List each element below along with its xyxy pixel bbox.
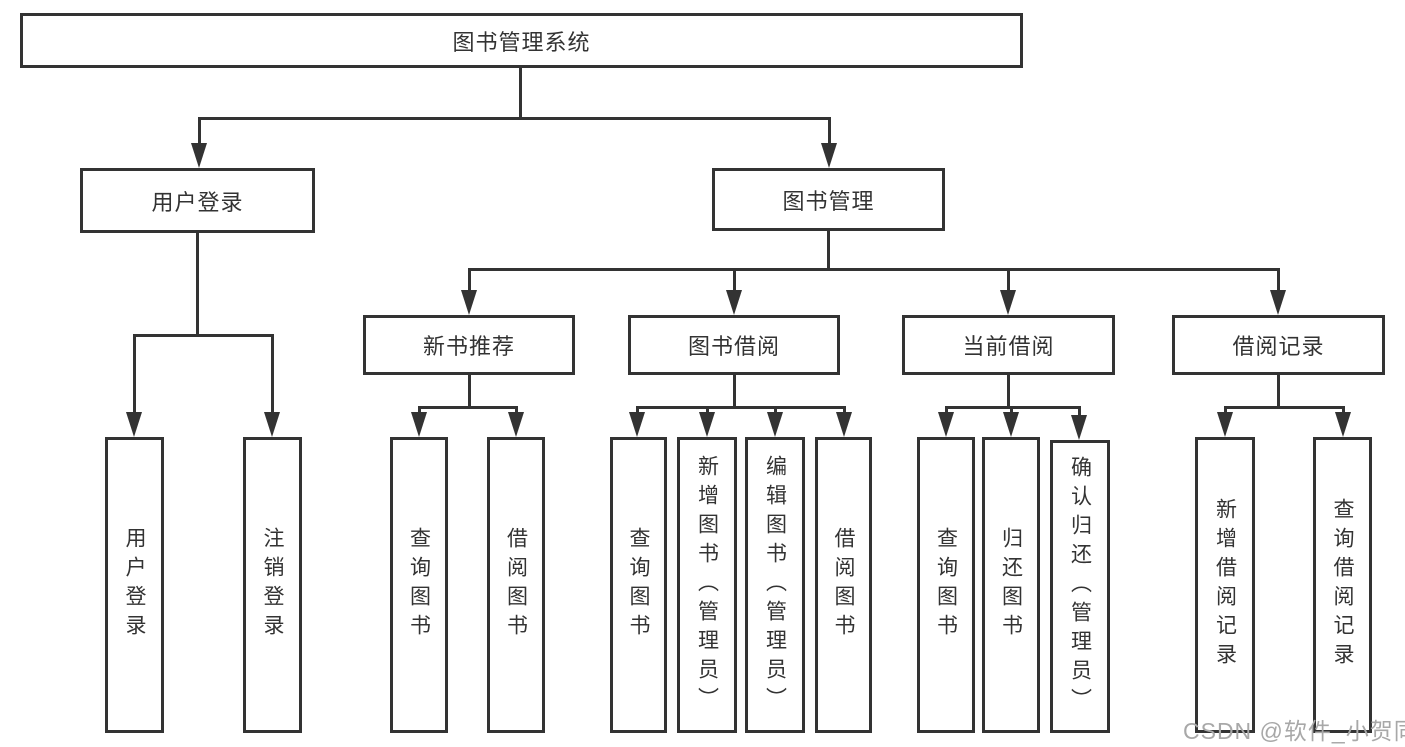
connector-line <box>1007 268 1010 293</box>
arrow-down-icon <box>461 290 477 315</box>
arrow-down-icon <box>767 412 783 437</box>
leaf-query-books-borrow: 查询图书 <box>610 437 667 733</box>
leaf-add-borrow-record: 新增借阅记录 <box>1195 437 1255 733</box>
connector-line <box>636 406 846 409</box>
node-label: 查询图书 <box>934 527 958 643</box>
connector-line <box>945 406 1081 409</box>
connector-line <box>733 268 736 293</box>
connector-line <box>945 406 948 416</box>
node-borrow-records: 借阅记录 <box>1172 315 1385 375</box>
arrow-down-icon <box>938 412 954 437</box>
arrow-down-icon <box>411 412 427 437</box>
leaf-query-borrow-record: 查询借阅记录 <box>1313 437 1372 733</box>
connector-line <box>468 268 471 293</box>
node-label: 新书推荐 <box>422 334 515 359</box>
connector-line <box>1224 406 1345 409</box>
connector-line <box>828 117 831 146</box>
node-label: 确认归还（管理员） <box>1068 456 1092 717</box>
watermark: CSDN @软件_小贺同学 <box>1183 718 1405 744</box>
node-book-borrow: 图书借阅 <box>628 315 840 375</box>
node-label: 归还图书 <box>999 527 1023 643</box>
leaf-return-books: 归还图书 <box>982 437 1040 733</box>
leaf-user-login: 用户登录 <box>105 437 164 733</box>
node-label: 借阅记录 <box>1232 334 1325 359</box>
connector-line <box>519 68 522 119</box>
leaf-logout: 注销登录 <box>243 437 302 733</box>
arrow-down-icon <box>699 412 715 437</box>
connector-line <box>515 406 518 416</box>
connector-line <box>133 334 274 337</box>
connector-line <box>827 231 830 271</box>
node-label: 新增借阅记录 <box>1213 498 1237 672</box>
arrow-down-icon <box>1270 290 1286 315</box>
connector-line <box>774 406 777 416</box>
node-label: 借阅图书 <box>504 527 528 643</box>
connector-line <box>271 334 274 414</box>
node-label: 查询借阅记录 <box>1331 498 1354 672</box>
arrow-down-icon <box>1071 415 1087 440</box>
node-label: 图书借阅 <box>687 334 780 359</box>
connector-line <box>1010 406 1013 416</box>
node-label: 图书管理 <box>782 188 875 214</box>
node-label: 用户登录 <box>123 527 146 643</box>
connector-line <box>1277 375 1280 409</box>
node-label: 查询图书 <box>627 527 650 643</box>
node-label: 编辑图书（管理员） <box>763 454 787 716</box>
connector-line <box>1277 268 1280 293</box>
node-label: 查询图书 <box>407 527 431 643</box>
connector-line <box>198 117 201 146</box>
node-user-login: 用户登录 <box>80 168 315 233</box>
arrow-down-icon <box>836 412 852 437</box>
node-label: 图书管理系统 <box>452 29 591 55</box>
connector-line <box>1007 375 1010 409</box>
connector-line <box>468 268 1280 271</box>
arrow-down-icon <box>629 412 645 437</box>
connector-line <box>1224 406 1227 416</box>
connector-line <box>843 406 846 416</box>
leaf-edit-book-admin: 编辑图书（管理员） <box>745 437 805 733</box>
leaf-query-books-current: 查询图书 <box>917 437 975 733</box>
leaf-add-book-admin: 新增图书（管理员） <box>677 437 737 733</box>
arrow-down-icon <box>821 143 837 168</box>
connector-line <box>733 375 736 409</box>
arrow-down-icon <box>264 412 280 437</box>
arrow-down-icon <box>508 412 524 437</box>
arrow-down-icon <box>126 412 142 437</box>
arrow-down-icon <box>1335 412 1351 437</box>
connector-line <box>706 406 709 416</box>
connector-line <box>196 233 199 337</box>
leaf-confirm-return-admin: 确认归还（管理员） <box>1050 440 1110 733</box>
connector-line <box>198 117 831 120</box>
connector-line <box>468 375 471 409</box>
arrow-down-icon <box>1003 412 1019 437</box>
connector-line <box>1342 406 1345 416</box>
node-new-book-recommend: 新书推荐 <box>363 315 575 375</box>
node-label: 注销登录 <box>261 527 284 643</box>
node-book-management: 图书管理 <box>712 168 945 231</box>
leaf-query-books-recommend: 查询图书 <box>390 437 448 733</box>
node-label: 新增图书（管理员） <box>695 454 719 716</box>
arrow-down-icon <box>726 290 742 315</box>
arrow-down-icon <box>1000 290 1016 315</box>
connector-line <box>1078 406 1081 418</box>
connector-line <box>636 406 639 416</box>
node-current-borrow: 当前借阅 <box>902 315 1115 375</box>
node-label: 借阅图书 <box>832 527 855 643</box>
leaf-borrow-books-module: 借阅图书 <box>815 437 872 733</box>
node-label: 当前借阅 <box>962 334 1055 359</box>
connector-line <box>418 406 421 416</box>
leaf-borrow-books-recommend: 借阅图书 <box>487 437 545 733</box>
node-label: 用户登录 <box>151 189 244 215</box>
connector-line <box>418 406 518 409</box>
arrow-down-icon <box>1217 412 1233 437</box>
node-library-system: 图书管理系统 <box>20 13 1023 68</box>
arrow-down-icon <box>191 143 207 168</box>
connector-line <box>133 334 136 414</box>
